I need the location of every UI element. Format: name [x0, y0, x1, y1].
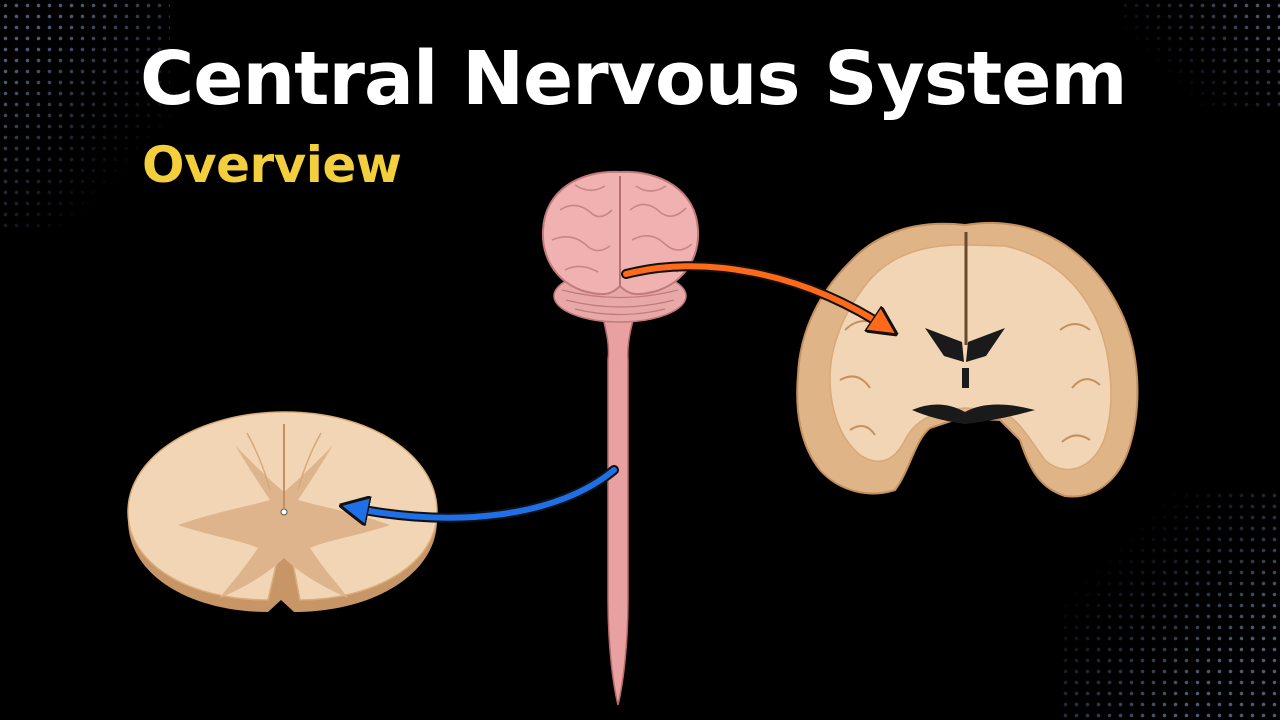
page-title: Central Nervous System — [140, 36, 1128, 122]
spinal-cord-cross-section — [127, 411, 438, 612]
cns-whole-illustration — [541, 170, 700, 706]
brain-coronal-section — [796, 221, 1139, 498]
lateral-ventricles — [925, 328, 1005, 362]
central-canal — [280, 508, 288, 516]
dot-pattern-bottom-right — [1060, 490, 1280, 720]
spinal-cord — [600, 309, 638, 706]
page-subtitle: Overview — [142, 136, 402, 194]
dot-pattern-top-right — [1120, 0, 1280, 110]
dot-pattern-top-left — [0, 0, 170, 230]
gray-matter — [178, 445, 390, 598]
